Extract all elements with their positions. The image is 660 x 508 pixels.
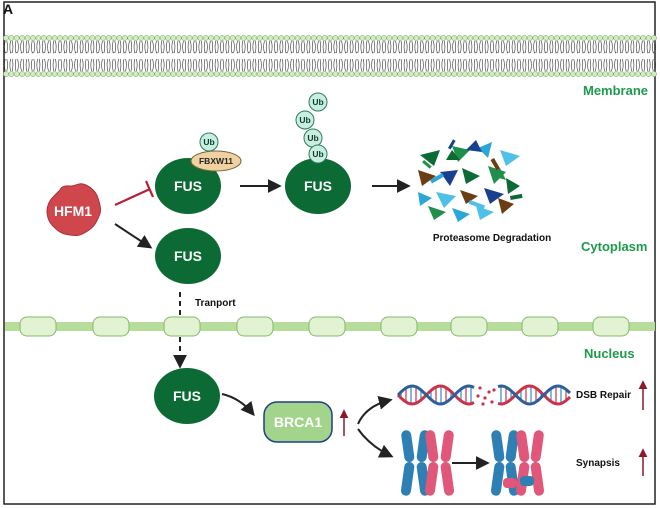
brca1-label: BRCA1: [274, 414, 322, 430]
arrow-brca1-to-dsb-repair: [357, 395, 393, 425]
cytoplasm-label: Cytoplasm: [581, 239, 647, 254]
arrow-fus-to-brca1: [221, 393, 255, 417]
fus-fbxw11-complex: FUS FBXW11 Ub: [155, 132, 242, 214]
fbxw11-node: [190, 150, 242, 172]
fus-ubiquitinated-label: FUS: [304, 178, 332, 194]
arrow-brca1-to-synapsis: [357, 428, 394, 458]
degraded-protein-fragments: [418, 139, 523, 222]
inhibition-arrow: [114, 180, 155, 207]
membrane-label: Membrane: [583, 83, 648, 98]
fus-bound-label: FUS: [174, 178, 202, 194]
fbxw11-label: FBXW11: [199, 156, 233, 166]
panel-letter: A: [3, 1, 13, 17]
fus-free-label: FUS: [174, 248, 202, 264]
ub-chain-2-label: Ub: [299, 115, 310, 125]
arrow-hfm1-to-fus: [114, 223, 153, 249]
lipid-bilayer: [3, 35, 657, 77]
ub-chain-3-label: Ub: [307, 133, 318, 143]
transport-label: Tranport: [195, 298, 236, 309]
ub-chain-1: [308, 92, 328, 112]
fus-free-node: [155, 228, 221, 284]
nuclear-envelope: [5, 316, 655, 337]
nucleus-label: Nucleus: [584, 346, 635, 361]
fus-bound-node: [155, 158, 221, 214]
ub-chain-4-label: Ub: [312, 149, 323, 159]
hfm1-protein: HFM1: [46, 183, 102, 237]
fus-nuclear-label: FUS: [173, 388, 201, 404]
ub-tag-single-label: Ub: [203, 137, 214, 147]
fus-ubiquitinated-node: [285, 158, 351, 214]
proteasome-degradation-label: Proteasome Degradation: [433, 233, 551, 244]
ub-chain-4: [308, 144, 328, 164]
fus-polyubiquitinated: FUS Ub Ub Ub Ub: [285, 92, 351, 214]
dsb-repair-label: DSB Repair: [576, 390, 631, 401]
dna-double-strand-break-icon: [396, 384, 572, 406]
hfm1-label: HFM1: [54, 203, 92, 219]
panel-frame: [3, 1, 656, 505]
hfm1-node: [46, 183, 102, 237]
homologous-chromosomes-icon: [400, 430, 545, 496]
brca1-node: [263, 401, 333, 443]
ub-tag-single: [199, 132, 219, 152]
synapsis-label: Synapsis: [576, 458, 620, 469]
ub-chain-1-label: Ub: [312, 97, 323, 107]
ub-chain-2: [295, 110, 315, 130]
fus-nuclear-node: [154, 368, 220, 424]
